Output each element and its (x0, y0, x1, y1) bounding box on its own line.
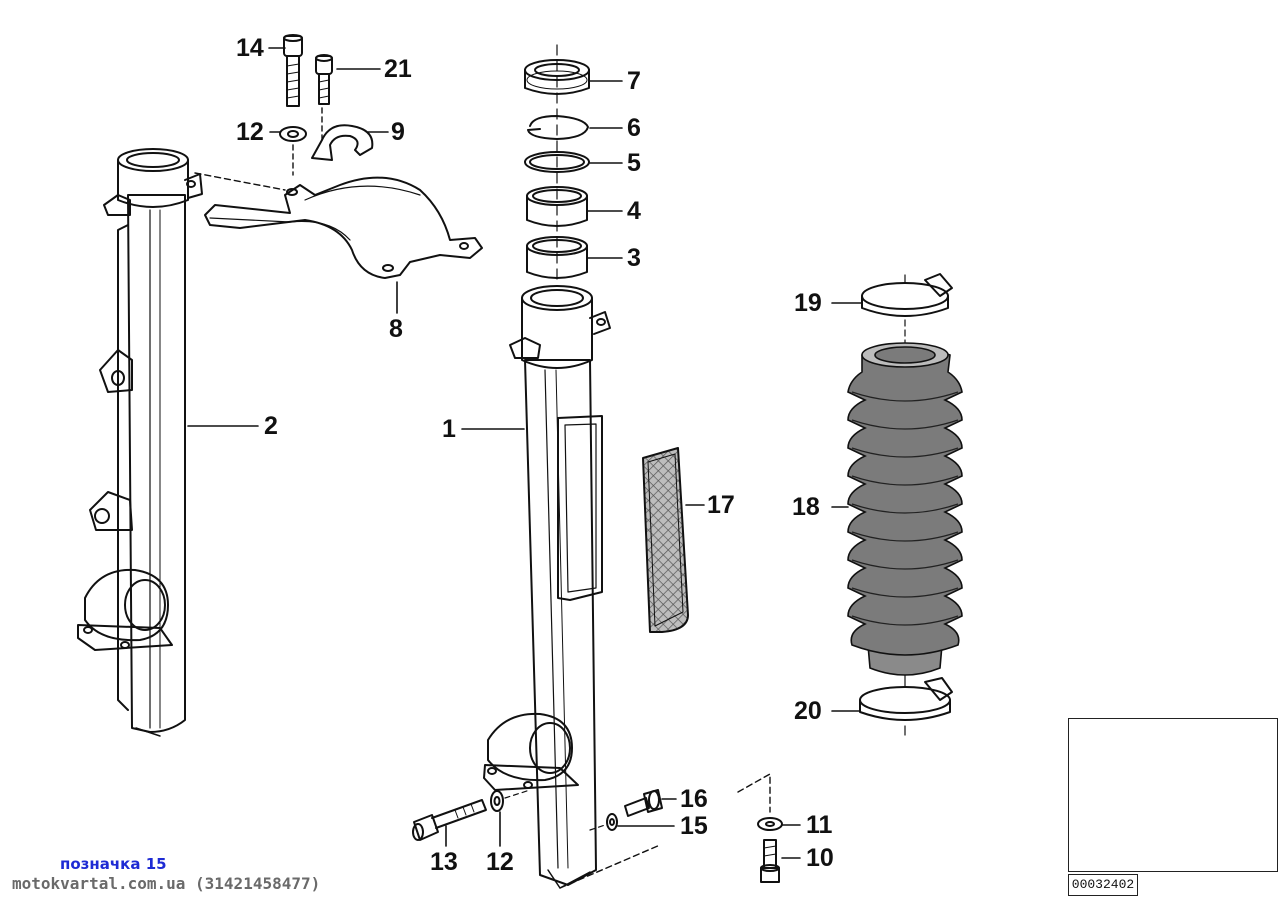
callout-2: 2 (264, 412, 278, 440)
callout-18: 18 (792, 493, 820, 521)
dash-guide-15 (559, 844, 661, 889)
bracket-8 (194, 172, 483, 279)
bolt-13 (412, 799, 487, 841)
reference-thumbnail-frame (1068, 718, 1278, 872)
callout-7: 7 (627, 67, 641, 95)
leader-lines (187, 47, 863, 859)
bolt-21 (315, 54, 333, 105)
callout-11: 11 (806, 811, 833, 839)
fork-slider-right (483, 285, 611, 889)
ring-5 (524, 151, 590, 173)
callout-3: 3 (627, 244, 641, 272)
screw-10 (760, 839, 780, 883)
callout-19: 19 (794, 289, 822, 317)
footer-site: motokvartal.com.ua (31421458477) (12, 874, 321, 893)
fork-slider-left (77, 148, 203, 737)
callout-13: 13 (430, 848, 458, 876)
washer-15 (589, 813, 618, 831)
callout-6: 6 (627, 114, 641, 142)
callout-4: 4 (627, 197, 641, 225)
callout-10: 10 (806, 844, 834, 872)
callout-16: 16 (680, 785, 708, 813)
circlip-6 (527, 115, 589, 140)
screw-16 (624, 789, 663, 817)
diagram-id-label: 00032402 (1068, 874, 1138, 896)
callout-9: 9 (391, 118, 405, 146)
callout-8: 8 (389, 315, 403, 343)
clamp-19 (861, 273, 953, 343)
washer-12-bottom (490, 789, 531, 812)
clamp-20 (859, 671, 953, 736)
dash-guide-11 (737, 773, 771, 813)
footer-label: позначка 15 (60, 855, 167, 873)
callout-15: 15 (680, 812, 708, 840)
callout-1: 1 (442, 415, 456, 443)
callout-12-bottom: 12 (486, 848, 514, 876)
boot-18 (847, 342, 963, 676)
callout-5: 5 (627, 149, 641, 177)
reflector-17 (642, 447, 689, 633)
washer-12-top (279, 126, 307, 176)
clip-9 (311, 107, 374, 161)
callout-14: 14 (236, 34, 264, 62)
callout-21: 21 (384, 55, 412, 83)
callout-20: 20 (794, 697, 822, 725)
callout-12-top: 12 (236, 118, 264, 146)
callout-17: 17 (707, 491, 735, 519)
washer-11 (757, 817, 783, 831)
bolt-14 (283, 34, 303, 107)
